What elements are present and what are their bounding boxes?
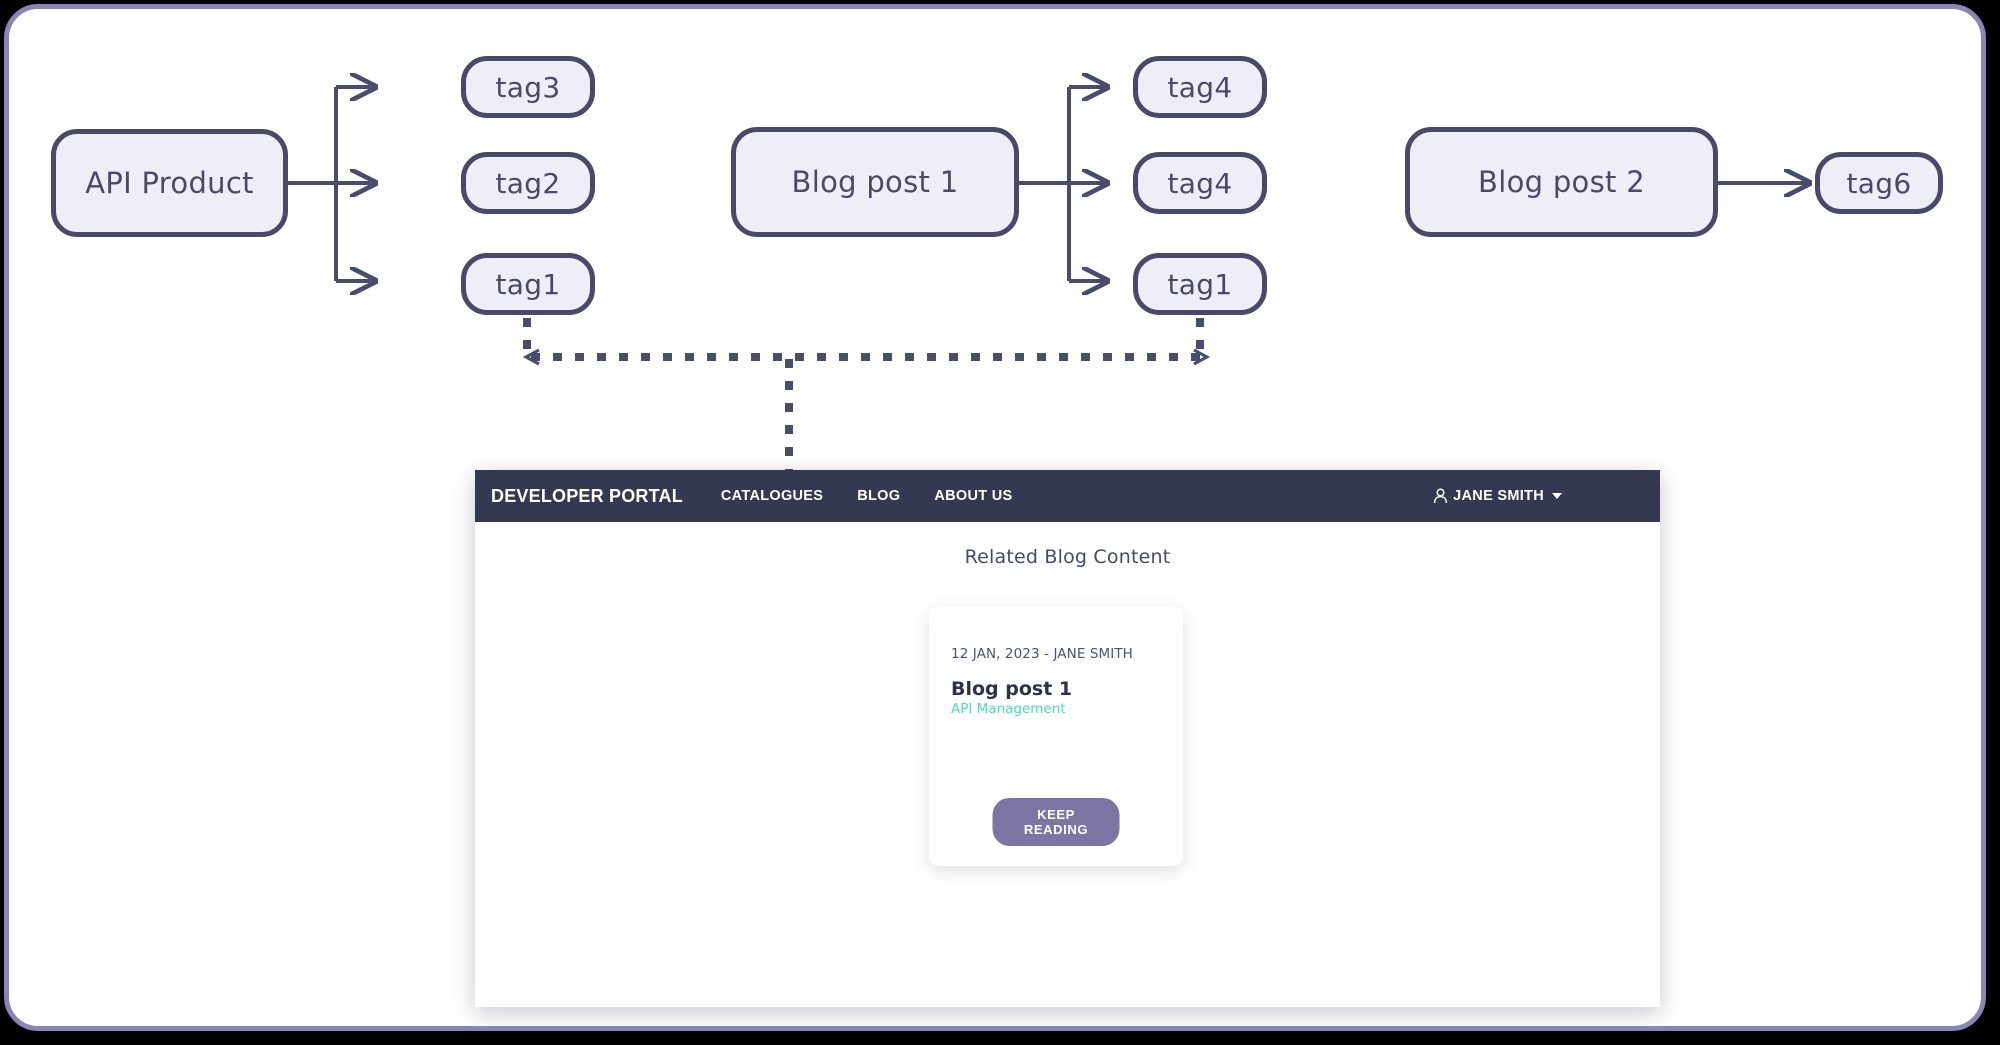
blog-card[interactable]: 12 JAN, 2023 - JANE SMITH Blog post 1 AP… [929,606,1183,866]
node-label: tag3 [495,70,561,104]
node-blog-post-1[interactable]: Blog post 1 [731,127,1019,237]
node-tag3[interactable]: tag3 [461,56,595,118]
node-label: Blog post 2 [1478,165,1645,199]
user-name: JANE SMITH [1453,488,1544,504]
nav-item-blog[interactable]: BLOG [857,488,901,504]
node-tag4-b[interactable]: tag4 [1133,152,1267,214]
node-label: API Product [85,166,254,200]
keep-reading-button[interactable]: KEEP READING [992,798,1120,846]
page-frame: API Product tag3 tag2 tag1 Blog post 1 t… [4,4,1986,1031]
person-icon [1434,488,1448,504]
node-label: Blog post 1 [791,165,959,199]
node-label: tag2 [495,166,561,200]
node-tag1-teal[interactable]: tag1 [1133,253,1267,315]
node-blog-post-2[interactable]: Blog post 2 [1405,127,1718,237]
node-tag1-gold[interactable]: tag1 [461,253,595,315]
node-label: tag4 [1167,70,1233,104]
nav-item-catalogues[interactable]: CATALOGUES [720,488,824,504]
portal-navbar: DEVELOPER PORTAL CATALOGUES BLOG ABOUT U… [475,470,1660,522]
card-tag-link[interactable]: API Management [951,701,1066,717]
portal-body: Related Blog Content 12 JAN, 2023 - JANE… [475,522,1660,1007]
node-label: tag4 [1167,166,1233,200]
portal-brand[interactable]: DEVELOPER PORTAL [491,485,683,506]
user-menu[interactable]: JANE SMITH [1433,488,1562,504]
node-tag6[interactable]: tag6 [1815,152,1943,214]
chevron-down-icon [1552,493,1562,499]
node-label: tag1 [1167,267,1233,301]
node-api-product[interactable]: API Product [51,129,288,237]
nav-item-about-us[interactable]: ABOUT US [934,488,1013,504]
node-tag2[interactable]: tag2 [461,152,595,214]
related-blog-heading: Related Blog Content [964,546,1171,568]
node-label: tag6 [1846,166,1912,200]
developer-portal-panel: DEVELOPER PORTAL CATALOGUES BLOG ABOUT U… [475,470,1660,1007]
card-meta: 12 JAN, 2023 - JANE SMITH [951,646,1133,662]
node-label: tag1 [495,267,561,301]
card-title: Blog post 1 [951,678,1073,700]
node-tag4-a[interactable]: tag4 [1133,56,1267,118]
